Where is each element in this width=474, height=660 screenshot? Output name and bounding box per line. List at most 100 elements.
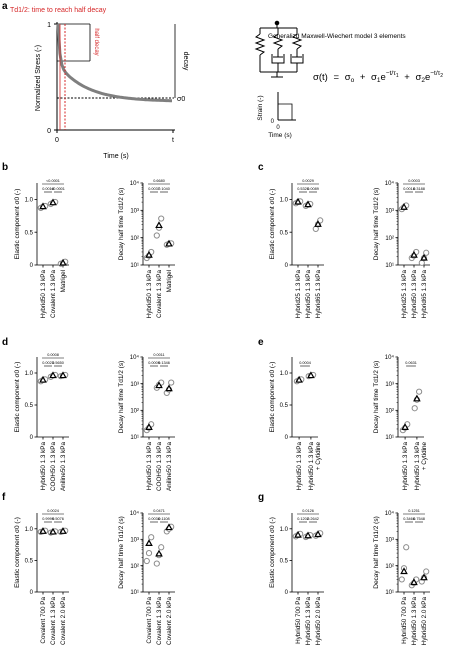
y-tick-label: 10¹ [130,590,139,596]
y-tick-label: 10¹ [130,435,139,441]
spring-0 [254,33,266,56]
y-tick-label: 10⁴ [130,180,140,187]
y-tick-label: 0 [285,590,289,596]
replicate-point [153,232,160,239]
replicate-point [398,576,405,583]
category-label: Hybrid50 1.3 kPa [305,270,312,319]
p-value: <0.0001 [46,179,60,183]
p-value: 0.0037 [148,187,160,191]
sigma0-label: σ0 [177,96,185,103]
category-label: COOH50 1.3 kPa [156,442,163,491]
mean-marker [294,197,302,205]
p-value: 0.0004 [299,361,311,365]
category-label: Covalent 1.3 kPa [156,597,163,645]
category-label: Hybrid50 1.3 kPa [411,597,418,646]
mean-marker [39,375,47,383]
y-axis-label: Decay half time Td1/2 (s) [373,361,380,434]
half-decay-label: half decay [93,28,99,55]
y-tick-label: 10² [130,236,139,242]
p-value: 0.1202 [297,517,309,521]
time-tick-label-0: 0 [55,137,59,144]
y-axis-label: Decay half time Td1/2 (s) [118,516,125,589]
y-axis-label: Elastic component σ0 (-) [14,517,21,588]
time-tick-label-t: t [172,137,174,144]
panel-a-letter: a [2,1,8,12]
mean-marker [155,381,163,389]
p-value: 0.0126 [302,509,314,513]
replicate-point [423,249,430,256]
strain-x-label: Time (s) [268,132,292,139]
y-tick-label: 0 [285,435,289,441]
y-tick-label: 0.5 [280,559,289,565]
mean-marker [400,567,408,575]
y-axis-label: Decay half time Td1/2 (s) [373,516,380,589]
mean-marker [413,394,421,402]
y-tick-label: 10¹ [130,263,139,269]
panel-letter: d [2,337,8,348]
category-label: Hybrid50 700 Pa [401,597,408,644]
category-label: Hybrid50 1.3 kPa [296,442,303,491]
replicate-point [158,215,165,222]
half-decay-definition: Td1/2: time to reach half decay [10,7,107,14]
category-label: Covalent 1.3 kPa [50,270,57,318]
eq-plus-2: + [404,72,410,83]
y-tick-label: 10² [385,236,394,242]
mean-marker [145,250,153,258]
mean-marker [401,423,409,430]
p-value: 0.5320 [297,187,309,191]
strain-tick-x: 0 [276,125,280,131]
p-value: 0.0009 [148,361,160,365]
y-tick-label: 0.5 [25,230,34,236]
mean-marker [165,384,173,392]
eq-plus-1: + [360,72,366,83]
y-tick-label: 10³ [385,209,394,215]
stress-tick-label-1: 1 [47,22,51,29]
mean-marker [59,527,67,534]
p-value: 0.0003 [408,179,420,183]
category-label: Hybrid50 1.3 kPa [414,442,421,491]
y-tick-label: 0.5 [25,559,34,565]
y-axis-label: Decay half time Td1/2 (s) [118,361,125,434]
eq-sub-2: 2 [421,77,425,84]
p-value: 0.0024 [47,509,59,513]
category-label: Matrigel [60,270,67,292]
eq-sigma-t: σ(t) [313,72,328,83]
mean-marker [49,371,57,379]
category-label: Hybrid50 1.3 kPa [146,270,153,319]
y-tick-label: 1.0 [25,527,34,533]
eq-sub-1: 1 [377,77,381,84]
y-axis-label: Elastic component σ0 (-) [269,362,276,433]
y-tick-label: 1.0 [280,198,289,204]
category-label: Hybrid50 2.0 kPa [421,597,428,646]
category-label: Hybrid50 1.3 kPa [40,442,47,491]
p-value: 0.0089 [307,187,319,191]
panel-letter: g [258,492,264,503]
p-value: 0.0471 [153,509,165,513]
panel-letter: f [2,492,6,503]
eq-exp-1: −t/τ [386,70,396,77]
stress-tick-label-0: 0 [47,128,51,135]
p-value: 0.0008 [47,353,59,357]
replicate-point [148,534,155,541]
mean-marker [420,253,428,261]
y-tick-label: 1.0 [280,371,289,377]
p-value: <0.0001 [51,187,65,191]
eq-e-1: e [381,72,386,83]
category-label: Hybrid50 700 Pa [295,597,302,644]
category-label: Covalent 2.0 kPa [60,597,67,645]
mean-marker [49,198,57,206]
y-axis-label: Decay half time Td1/2 (s) [373,188,380,261]
y-tick-label: 10⁴ [385,180,395,187]
y-tick-label: 10¹ [385,590,394,596]
mean-marker [155,549,163,557]
y-tick-label: 1.0 [280,527,289,533]
mean-marker [420,573,428,581]
y-tick-label: 10¹ [385,435,394,441]
p-value: 0.1108 [158,517,169,521]
p-value: 0.1346 [158,361,170,365]
mean-marker [410,578,418,586]
model-title: Generalizd Maxwell-Wiechert model 3 elem… [268,33,406,40]
